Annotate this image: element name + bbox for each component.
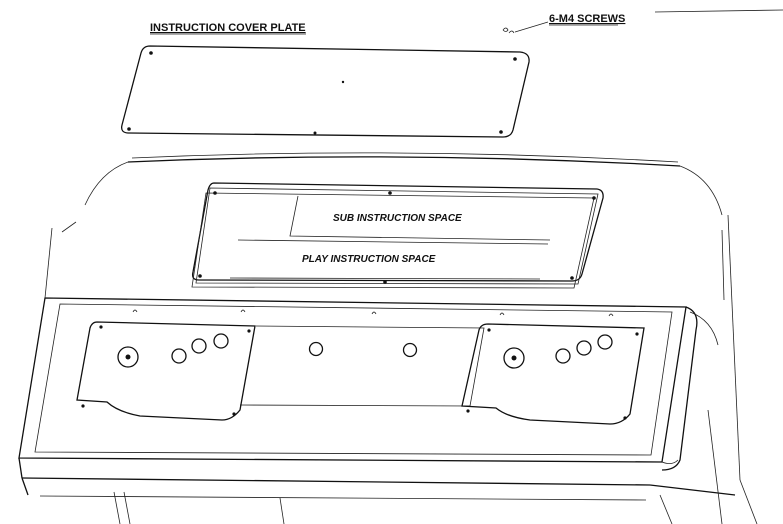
player-1-control-plate — [76, 321, 256, 421]
button-icon — [213, 333, 229, 349]
control-panel — [18, 297, 736, 501]
sub-instruction-space-box — [289, 195, 551, 241]
joystick-icon — [117, 346, 139, 368]
button-icon — [191, 338, 207, 354]
screws-leader-line — [514, 21, 549, 33]
screw-icon — [132, 309, 138, 313]
cabinet-top-edge — [84, 152, 723, 216]
screw-icon — [502, 27, 515, 34]
button-icon — [555, 348, 571, 364]
player-2-control-plate — [461, 323, 645, 425]
instruction-cover-plate — [121, 45, 530, 138]
button-icon — [597, 334, 613, 350]
screw-icon — [608, 313, 614, 317]
screw-icon — [371, 311, 377, 315]
start-button-icon — [308, 341, 324, 357]
button-icon — [171, 348, 187, 364]
start-button-icon — [402, 342, 418, 358]
sub-instruction-space-label: SUB INSTRUCTION SPACE — [333, 213, 462, 224]
play-instruction-space-label: PLAY INSTRUCTION SPACE — [302, 254, 436, 265]
screws-label: 6-M4 SCREWS — [549, 13, 625, 25]
joystick-icon — [503, 347, 525, 369]
instruction-cover-plate-label: INSTRUCTION COVER PLATE — [150, 22, 306, 34]
cabinet-legs — [44, 214, 758, 524]
instruction-window: SUB INSTRUCTION SPACE PLAY INSTRUCTION S… — [191, 182, 604, 289]
screw-icon — [499, 312, 505, 316]
top-right-edge-line — [654, 9, 783, 13]
screw-icon — [240, 309, 246, 313]
button-icon — [576, 340, 592, 356]
